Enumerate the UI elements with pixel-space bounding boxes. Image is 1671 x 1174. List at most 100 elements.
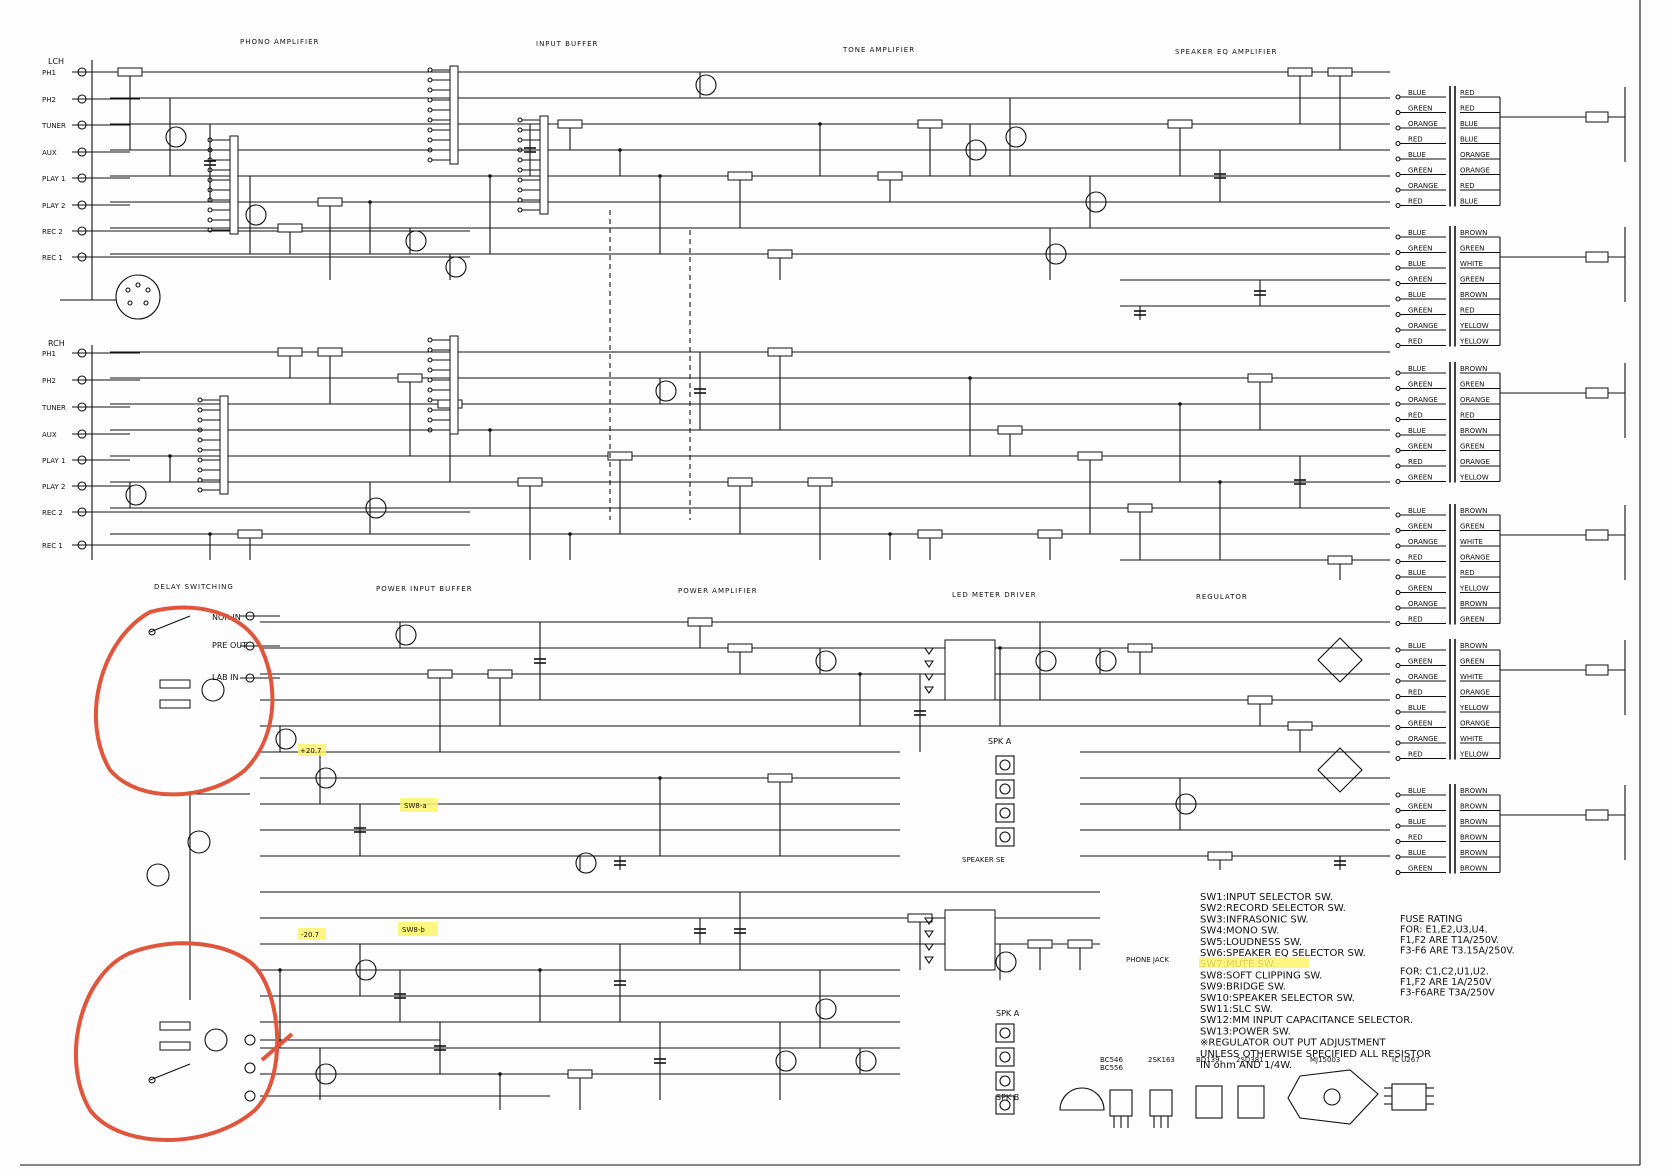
transistor bbox=[165, 126, 187, 148]
wire-terminal bbox=[1395, 740, 1401, 746]
wire-terminal bbox=[1395, 280, 1401, 287]
wire-label: BLUE bbox=[1408, 229, 1426, 237]
legend-line: SW2:RECORD SELECTOR SW. bbox=[1200, 903, 1346, 914]
transistor bbox=[355, 959, 377, 981]
transistor bbox=[125, 484, 147, 506]
resistor bbox=[1287, 67, 1313, 77]
wire-label: GREEN bbox=[1408, 167, 1432, 175]
led bbox=[923, 660, 935, 668]
wire-label: RED bbox=[1408, 554, 1423, 562]
wire-label: YELLOW bbox=[1459, 585, 1489, 593]
wire-label: BLUE bbox=[1408, 151, 1426, 159]
junction bbox=[208, 532, 212, 536]
wire-label: RED bbox=[1460, 89, 1475, 97]
title-delay: DELAY SWITCHING bbox=[154, 583, 234, 591]
switch-contact bbox=[197, 397, 203, 403]
voltage-plus-20-7: +20.7 bbox=[300, 747, 321, 755]
legend-line: SW13:POWER SW. bbox=[1200, 1026, 1291, 1037]
wire-label: BLUE bbox=[1408, 642, 1426, 650]
switch-contact bbox=[427, 117, 433, 123]
led bbox=[923, 917, 935, 925]
wire-label: RED bbox=[1408, 751, 1423, 759]
junction bbox=[488, 174, 492, 178]
wire-terminal bbox=[1395, 620, 1401, 627]
label-spk-a-top: SPK A bbox=[988, 737, 1012, 746]
input-label: AUX bbox=[42, 431, 57, 439]
wire-label: GREEN bbox=[1408, 381, 1432, 389]
resistor bbox=[1127, 643, 1153, 653]
wire-label: BLUE bbox=[1408, 365, 1426, 373]
led bbox=[923, 956, 935, 964]
wire-terminal bbox=[1395, 401, 1401, 407]
resistor bbox=[1207, 851, 1233, 861]
wire-terminal bbox=[1395, 342, 1401, 349]
resistor bbox=[917, 119, 943, 129]
resistor bbox=[997, 425, 1023, 435]
transformer-blocks: BLUE RED GREEN RED ORANGE BLUE RED BLUE BLUE ORAN… bbox=[1395, 86, 1626, 876]
wire-terminal bbox=[1395, 234, 1401, 240]
wire-label: BROWN bbox=[1460, 818, 1487, 826]
resistor bbox=[1247, 373, 1273, 383]
resistor bbox=[557, 119, 583, 129]
wire-terminal bbox=[1395, 156, 1401, 162]
wire-terminal bbox=[1395, 693, 1401, 700]
wire-label: BROWN bbox=[1460, 229, 1487, 237]
ic-u267 bbox=[944, 909, 996, 971]
wire-label: BLUE bbox=[1408, 89, 1426, 97]
wire-label: GREEN bbox=[1408, 865, 1432, 873]
legend-line: SW12:MM INPUT CAPACITANCE SELECTOR. bbox=[1200, 1015, 1413, 1026]
wire-terminal bbox=[1395, 724, 1401, 731]
annotation-stroke bbox=[260, 1032, 294, 1062]
resistor bbox=[1247, 695, 1273, 705]
transistor bbox=[445, 256, 467, 278]
wire-terminal bbox=[1395, 109, 1401, 116]
wire-label: ORANGE bbox=[1460, 554, 1490, 562]
switch-legend: SW1:INPUT SELECTOR SW.SW2:RECORD SELECTO… bbox=[1200, 892, 1431, 1071]
resistor bbox=[317, 347, 343, 357]
input-label: PH1 bbox=[42, 350, 56, 358]
label-pre-out: PRE OUT bbox=[212, 641, 247, 650]
transistor bbox=[775, 1050, 797, 1072]
input-label: REC 2 bbox=[42, 228, 63, 236]
transistor bbox=[1085, 191, 1107, 213]
wire-label: WHITE bbox=[1460, 260, 1483, 268]
switch-wafer bbox=[539, 115, 549, 215]
package-outlines: BC546 BC556 2SK163 BD139 2SD381 MJ15003 … bbox=[1059, 1056, 1434, 1128]
switch-sw8-a: SW8-a bbox=[404, 802, 427, 810]
junction bbox=[488, 428, 492, 432]
wire-terminal bbox=[1395, 792, 1401, 798]
wire-terminal bbox=[1395, 709, 1401, 715]
wire-terminal bbox=[1395, 311, 1401, 318]
wire-terminal bbox=[1395, 854, 1401, 860]
wire-label: BLUE bbox=[1408, 260, 1426, 268]
input-label: PH2 bbox=[42, 377, 56, 385]
wire-label: BLUE bbox=[1408, 818, 1426, 826]
switch-contact bbox=[197, 447, 203, 453]
junction bbox=[968, 376, 972, 380]
switch-contact bbox=[197, 417, 203, 423]
wire-label: ORANGE bbox=[1460, 689, 1490, 697]
wire-terminal bbox=[1395, 558, 1401, 565]
wire-terminal bbox=[1395, 838, 1401, 845]
fuse-line: F1,F2 ARE T1A/250V. bbox=[1400, 935, 1499, 946]
resistor bbox=[607, 451, 633, 461]
wire-label: BLUE bbox=[1408, 569, 1426, 577]
wire-label: YELLOW bbox=[1459, 474, 1489, 482]
led bbox=[923, 930, 935, 938]
wire-label: WHITE bbox=[1460, 538, 1483, 546]
wire-label: RED bbox=[1408, 412, 1423, 420]
speaker-outputs: SPK A SPK A SPK B PHONE JACK SPEAKER SE bbox=[962, 737, 1169, 1115]
wire-label: GREEN bbox=[1408, 474, 1432, 482]
resistor bbox=[487, 669, 513, 679]
legend-line: UNLESS OTHERWISE SPECIFIED ALL RESISTOR bbox=[1200, 1049, 1431, 1060]
wire-terminal bbox=[1395, 187, 1401, 193]
wire-label: BLUE bbox=[1408, 427, 1426, 435]
transistor bbox=[1045, 243, 1067, 265]
wire-label: BROWN bbox=[1460, 291, 1487, 299]
fuse-block bbox=[1585, 809, 1609, 821]
switch-contact bbox=[207, 207, 213, 213]
junction bbox=[368, 200, 372, 204]
switch-wafer bbox=[449, 335, 459, 435]
wire-terminal bbox=[1395, 543, 1401, 549]
